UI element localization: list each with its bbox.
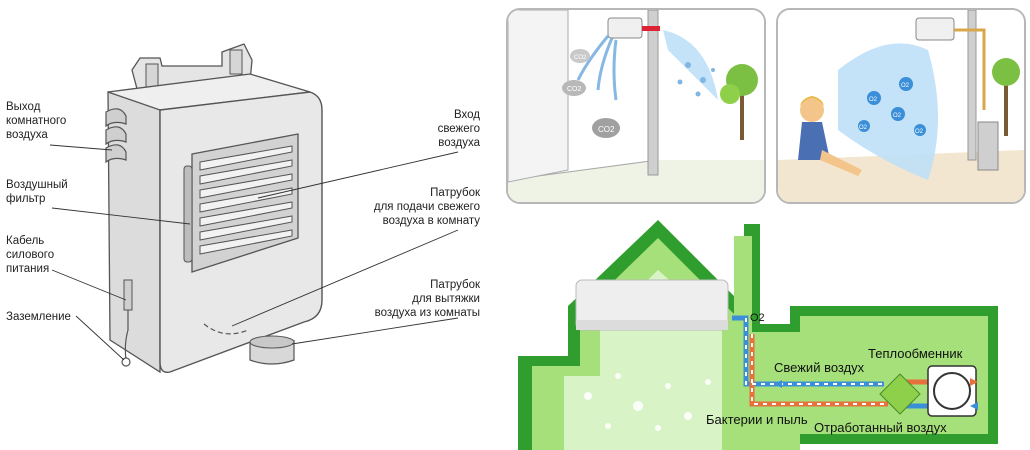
label-power-cable: Кабель силового питания [6,235,55,275]
svg-text:CO2: CO2 [598,125,615,134]
svg-text:O2: O2 [893,113,902,119]
svg-text:O2: O2 [915,129,924,135]
house-schematic [518,220,998,450]
label-supply-pipe: Патрубок для подачи свежего воздуха в ко… [373,187,480,227]
label-bacteria-dust: Бактерии и пыль [706,412,808,427]
svg-text:CO2: CO2 [567,86,582,93]
label-room-air-outlet: Выход комнатного воздуха [6,101,67,141]
svg-text:O2: O2 [901,83,910,89]
label-grounding: Заземление [6,311,71,323]
label-exhaust-pipe: Патрубок для вытяжки воздуха из комнаты [374,279,480,319]
panel-co2-room: CO2 CO2 CO2 [506,8,766,204]
svg-text:O2: O2 [859,125,868,131]
svg-text:O2: O2 [869,97,878,103]
co2-cloud-icon [562,49,620,138]
panel-o2-room: O2 O2 O2 O2 O2 [776,8,1026,204]
label-fresh-air-inlet: Вход свежего воздуха [437,109,480,149]
label-exhaust-air: Отработанный воздух [814,420,947,435]
svg-text:CO2: CO2 [574,55,587,61]
label-heat-exchanger: Теплообменник [868,346,963,361]
girl-figure [798,96,862,176]
label-fresh-air: Свежий воздух [774,360,865,375]
o2-room-scene: O2 O2 O2 O2 O2 [778,10,1024,202]
co2-room-scene: CO2 CO2 CO2 [508,10,764,202]
ventilation-unit-illustration [49,43,459,374]
label-air-filter: Воздушный фильтр [6,179,68,205]
label-o2: O2 [750,312,765,324]
